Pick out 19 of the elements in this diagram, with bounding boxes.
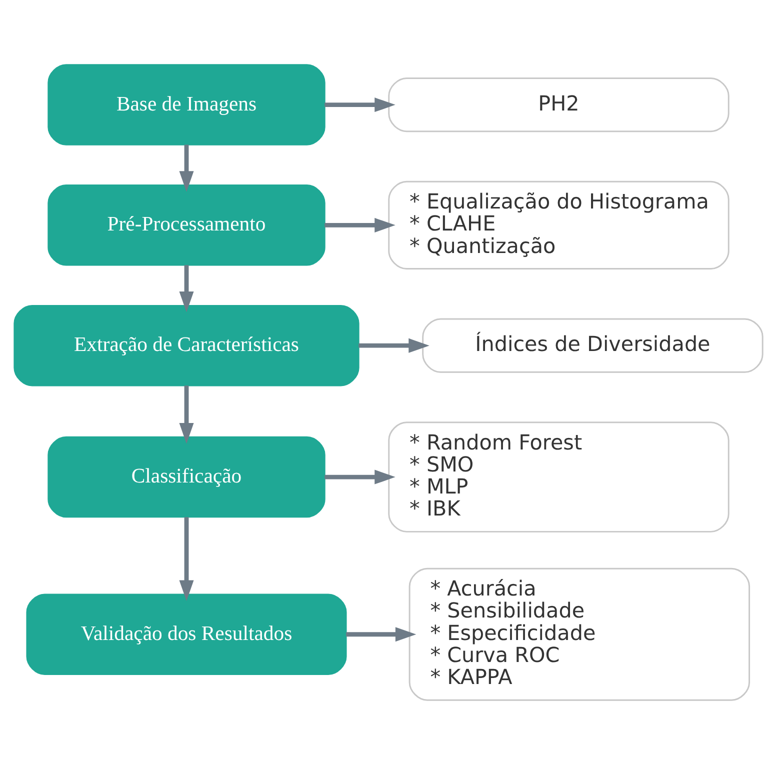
node-box: * Equalização do Histograma * CLAHE * Quantização xyxy=(388,180,730,269)
node-box: Índices de Diversidade xyxy=(422,318,764,372)
arrow xyxy=(358,338,430,352)
node-box: Validação dos Resultados xyxy=(26,593,347,674)
arrow xyxy=(179,264,194,312)
arrow xyxy=(346,626,416,642)
arrow xyxy=(324,97,396,112)
node-box: Pré-Processamento xyxy=(48,184,326,266)
node-box: PH2 xyxy=(388,76,730,132)
arrow xyxy=(179,516,194,600)
node-box: * Acurácia * Sensibilidade * Especificidade * Curva ROC * KAPPA xyxy=(408,567,750,700)
node-box: Base de Imagens xyxy=(48,64,326,145)
arrow xyxy=(179,385,194,444)
arrow xyxy=(324,217,396,232)
arrow xyxy=(324,469,396,484)
node-box: * Random Forest * SMO * MLP * IBK xyxy=(388,421,730,532)
node-box: Extração de Características xyxy=(14,304,360,386)
arrow xyxy=(179,144,194,192)
node-box: Classificação xyxy=(48,436,326,518)
